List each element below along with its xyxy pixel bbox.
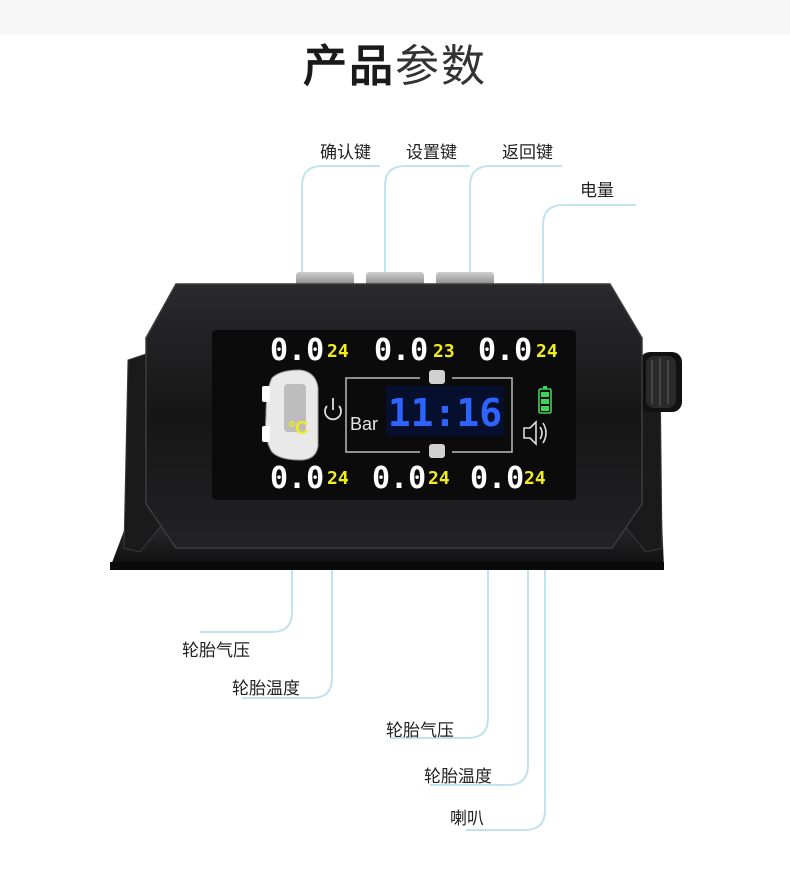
label-tire-temperature-right: 轮胎温度 — [424, 767, 492, 787]
label-confirm-key: 确认键 — [320, 143, 371, 163]
line-back-key — [469, 165, 562, 282]
adjust-knob-icon[interactable] — [640, 352, 682, 412]
temperature-top-3: 24 — [536, 341, 558, 362]
car-icon — [262, 369, 319, 461]
temperature-bottom-1: 24 — [327, 468, 349, 489]
temperature-top-1: 24 — [327, 341, 349, 362]
pressure-top-2: 0.0 — [374, 333, 428, 368]
temperature-top-2: 23 — [433, 341, 455, 362]
tire-tab-bottom — [429, 444, 445, 458]
line-battery — [542, 204, 636, 390]
power-icon — [324, 398, 342, 421]
pressure-bottom-3: 0.0 — [470, 461, 524, 496]
top-band — [0, 0, 790, 34]
pressure-bottom-2: 0.0 — [372, 461, 426, 496]
label-back-key: 返回键 — [502, 143, 553, 163]
top-row: 0.0 24 0.0 23 0.0 24 — [270, 333, 558, 368]
pressure-unit: Bar — [350, 414, 378, 434]
line-pressure-left — [200, 494, 293, 633]
battery-icon — [538, 386, 552, 414]
label-tire-pressure-left: 轮胎气压 — [182, 641, 250, 661]
pressure-top-1: 0.0 — [270, 333, 324, 368]
center-frame — [345, 377, 513, 453]
label-speaker: 喇叭 — [450, 809, 484, 829]
temp-unit-label: °C — [288, 418, 308, 438]
label-battery: 电量 — [580, 181, 614, 201]
speaker-icon — [523, 420, 547, 446]
line-temperature-right — [430, 494, 529, 786]
title-light: 参数 — [395, 41, 487, 92]
clock-display: 11:16 — [388, 391, 502, 435]
page-title: 产品参数 — [0, 30, 790, 94]
line-speaker — [466, 440, 546, 831]
label-tire-pressure-right: 轮胎气压 — [386, 721, 454, 741]
label-tire-temperature-left: 轮胎温度 — [232, 679, 300, 699]
tire-tab-top — [429, 370, 445, 384]
clock-panel — [386, 386, 504, 436]
title-bold: 产品 — [303, 41, 395, 92]
line-settings-key — [384, 165, 470, 282]
callout-lines — [200, 165, 636, 831]
temperature-bottom-2: 24 — [428, 468, 450, 489]
line-temperature-left — [242, 494, 333, 699]
temperature-bottom-3: 24 — [524, 468, 546, 489]
mount-base-edge — [110, 562, 664, 570]
bottom-row: 0.0 24 0.0 24 0.0 24 — [270, 461, 546, 496]
pressure-bottom-1: 0.0 — [270, 461, 324, 496]
label-settings-key: 设置键 — [406, 143, 457, 163]
line-confirm-key — [301, 165, 380, 282]
pressure-top-3: 0.0 — [478, 333, 532, 368]
line-pressure-right — [390, 494, 489, 739]
